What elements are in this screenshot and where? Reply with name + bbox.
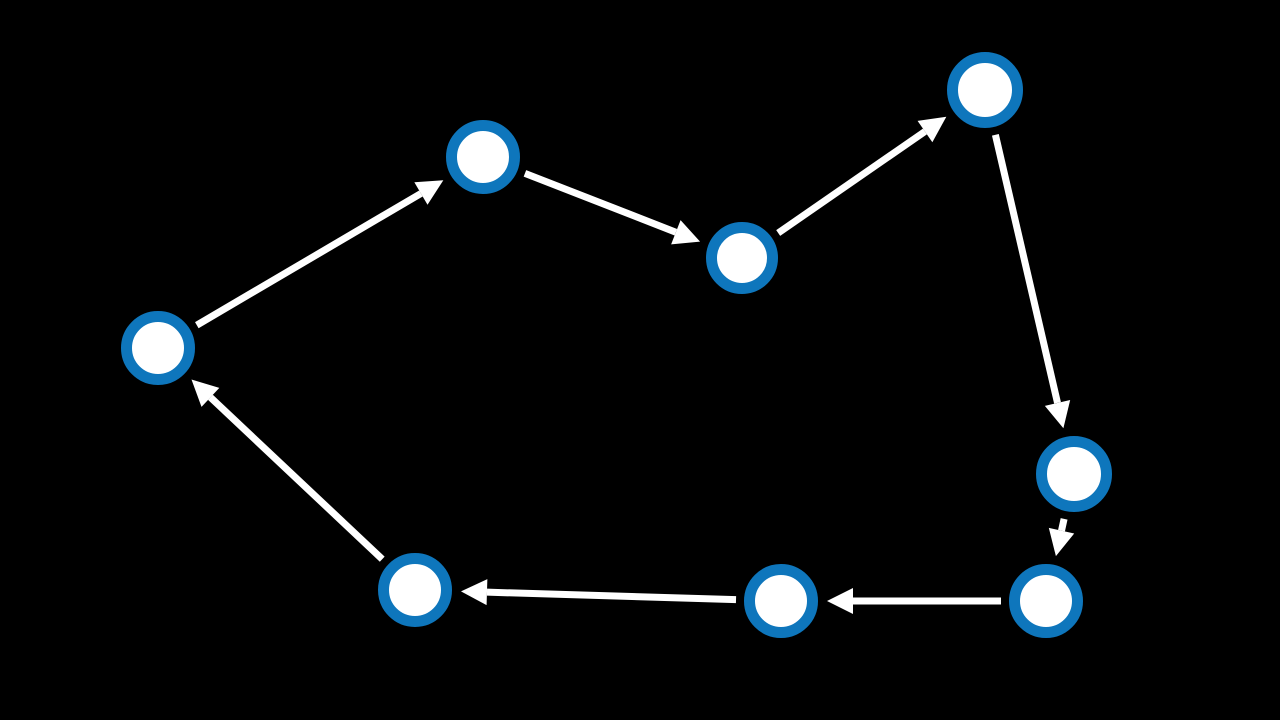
- graph-edge: [523, 170, 701, 245]
- graph-edge: [1048, 518, 1075, 557]
- arrowhead-icon: [1044, 399, 1071, 429]
- node-ring: [446, 120, 520, 194]
- graph-edge: [776, 116, 947, 236]
- node-ring: [121, 311, 195, 385]
- graph-node[interactable]: [744, 564, 818, 638]
- edge-shaft: [195, 190, 423, 329]
- arrowhead-icon: [460, 579, 488, 606]
- node-fill: [749, 569, 813, 633]
- graph-edge: [195, 180, 444, 329]
- arrowhead-icon: [1048, 527, 1075, 557]
- edge-shaft: [486, 588, 737, 604]
- edge-shaft: [523, 170, 678, 236]
- graph-edge: [460, 579, 737, 606]
- node-ring: [378, 553, 452, 627]
- graph-node[interactable]: [947, 52, 1023, 128]
- edge-shaft: [1058, 518, 1068, 532]
- edge-shaft: [208, 394, 385, 562]
- node-fill: [126, 316, 190, 380]
- edge-shaft: [991, 134, 1061, 404]
- edge-shaft: [776, 128, 927, 236]
- graph-node[interactable]: [1036, 436, 1112, 512]
- graph-node[interactable]: [378, 553, 452, 627]
- graph-node[interactable]: [121, 311, 195, 385]
- arrowhead-icon: [827, 588, 853, 614]
- node-ring: [1009, 564, 1083, 638]
- graph-edge: [991, 134, 1071, 429]
- node-ring: [706, 222, 778, 294]
- node-layer: [121, 52, 1112, 638]
- node-ring: [1036, 436, 1112, 512]
- arrowhead-icon: [414, 180, 444, 205]
- arrowhead-icon: [191, 379, 220, 407]
- graph-edge: [191, 379, 385, 562]
- graph-node[interactable]: [1009, 564, 1083, 638]
- arrowhead-icon: [671, 220, 701, 245]
- node-ring: [744, 564, 818, 638]
- graph-node[interactable]: [446, 120, 520, 194]
- node-ring: [947, 52, 1023, 128]
- node-fill: [383, 558, 447, 622]
- edge-layer: [191, 116, 1075, 614]
- graph-edge: [827, 588, 1001, 614]
- node-fill: [1014, 569, 1078, 633]
- node-fill: [451, 125, 515, 189]
- graph-node[interactable]: [706, 222, 778, 294]
- arrowhead-icon: [917, 116, 947, 143]
- node-fill: [1041, 441, 1107, 507]
- node-fill: [952, 57, 1018, 123]
- node-fill: [711, 227, 773, 289]
